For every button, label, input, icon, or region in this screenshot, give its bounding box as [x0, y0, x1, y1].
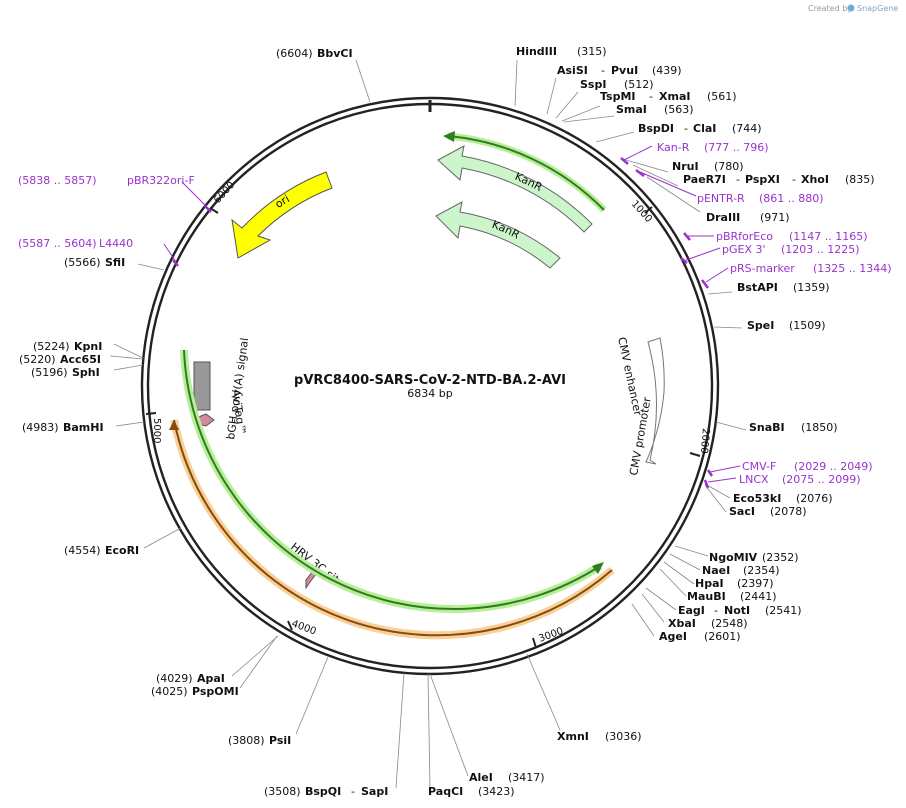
tick-label-5000: 5000	[151, 418, 162, 443]
kanr-inner-arrow	[435, 201, 561, 269]
tick-label-2000: 2000	[698, 428, 711, 454]
site-eagi-noti-label: EagI-NotI(2541)	[678, 604, 802, 617]
site-kpni-label: (5224)KpnI	[33, 340, 102, 353]
site-naei-label: NaeI(2354)	[702, 564, 780, 577]
tick-3000-mark	[532, 637, 537, 649]
tick-1000-mark	[644, 206, 653, 214]
site-smai-label: SmaI(563)	[616, 103, 694, 116]
site-xmni-label: XmnI(3036)	[557, 730, 642, 743]
ori-arrow	[231, 171, 333, 259]
site-bspdi-clai-label: BspDI-ClaI(744)	[638, 122, 762, 135]
site-eco53ki-label: Eco53kI(2076)	[733, 492, 833, 505]
leader-lines	[109, 59, 747, 789]
site-tspmi-xmai-label: TspMI-XmaI(561)	[600, 90, 737, 103]
site-snabi-label: SnaBI(1850)	[749, 421, 838, 434]
cmv-arrow	[645, 337, 665, 465]
tick-marks	[145, 206, 701, 649]
primer-lncx-label: LNCX(2075 .. 2099)	[739, 473, 861, 486]
primer-prs-marker-label: pRS-marker(1325 .. 1344)	[730, 262, 892, 275]
site-paer7i-pspxi-xhoi-label: PaeR7I-PspXI-XhoI(835)	[683, 173, 875, 186]
plasmid-name: pVRC8400-SARS-CoV-2-NTD-BA.2-AVI	[294, 373, 566, 388]
site-paqci-label: PaqCI(3423)	[428, 785, 515, 798]
tick-4000-mark	[287, 620, 293, 631]
site-sphi-label: (5196)SphI	[31, 366, 100, 379]
bgh-polya-block	[193, 361, 211, 411]
primer-pgex3-label: pGEX 3'(1203 .. 1225)	[722, 243, 860, 256]
primer-l4440-label: (5587 .. 5604)L4440	[18, 237, 133, 250]
site-xbai-label: XbaI(2548)	[668, 617, 748, 630]
tick-6000-mark	[209, 207, 219, 214]
hrv-3c-arrow	[305, 571, 317, 590]
ntd-cds-highlight	[180, 349, 603, 613]
primer-pbrforeco-label: pBRforEco(1147 .. 1165)	[716, 230, 868, 243]
primer-kan-r-label: Kan-R(777 .. 796)	[657, 141, 769, 154]
watermark-prefix: Created by	[808, 4, 852, 13]
site-maubi-label: MauBI(2441)	[687, 590, 777, 603]
site-bbvci-label: (6604)BbvCI	[276, 47, 353, 60]
plasmid-length: 6834 bp	[407, 387, 452, 400]
site-spei-label: SpeI(1509)	[747, 319, 826, 332]
tick-label-1000: 1000	[629, 199, 654, 225]
site-hpai-label: HpaI(2397)	[695, 577, 774, 590]
site-saci-label: SacI(2078)	[729, 505, 807, 518]
ori-label: ori	[273, 192, 292, 211]
site-sfii-label: (5566)SfiI	[64, 256, 125, 269]
site-pspomi-label: (4025)PspOMI	[151, 685, 239, 698]
site-hindiii-label: HindIII(315)	[516, 45, 607, 58]
tick-2000-mark	[689, 452, 701, 457]
site-agei-label: AgeI(2601)	[659, 630, 741, 643]
snapgene-logo-icon	[847, 4, 855, 12]
watermark-brand: SnapGene	[857, 4, 898, 13]
site-sspi-label: SspI(512)	[580, 78, 654, 91]
site-asisi-pvui-label: AsiSI-PvuI(439)	[557, 64, 682, 77]
tick-label-4000: 4000	[290, 618, 318, 637]
site-bamhi-label: (4983)BamHI	[22, 421, 104, 434]
site-acc65i-label: (5220)Acc65I	[19, 353, 101, 366]
site-ngomiv-label: NgoMIV(2352)	[709, 551, 799, 564]
orange-cds-line	[173, 419, 613, 637]
primer-pentr-r-label: pENTR-R(861 .. 880)	[697, 192, 824, 205]
tick-5000-mark	[145, 412, 157, 415]
site-draiii-label: DraIII(971)	[706, 211, 790, 224]
site-ecori-label: (4554)EcoRI	[64, 544, 139, 557]
kanr-cds-arrowhead	[443, 131, 455, 142]
site-bstapi-label: BstAPI(1359)	[737, 281, 830, 294]
kanr-cds-line	[447, 135, 605, 211]
site-psii-label: (3808)PsiI	[228, 734, 291, 747]
ntd-cds-arrowhead	[592, 562, 604, 574]
site-bspqi-sapi-label: (3508)BspQI-SapI	[264, 785, 388, 798]
primer-marks	[172, 157, 714, 489]
orange-cds-arrowhead	[169, 420, 179, 430]
primer-leader-lines	[163, 145, 741, 483]
ntd-cds-line	[183, 349, 601, 610]
primer-pbr322ori-f-label: (5838 .. 5857)pBR322ori-F	[18, 174, 195, 187]
kanr-outer-arrow	[437, 145, 593, 233]
site-nrui-label: NruI(780)	[672, 160, 744, 173]
primer-cmv-f-label: CMV-F(2029 .. 2049)	[742, 460, 873, 473]
site-apai-label: (4029)ApaI	[156, 672, 225, 685]
site-alei-label: AleI(3417)	[469, 771, 545, 784]
avitag-label: AviTag™	[229, 389, 248, 436]
